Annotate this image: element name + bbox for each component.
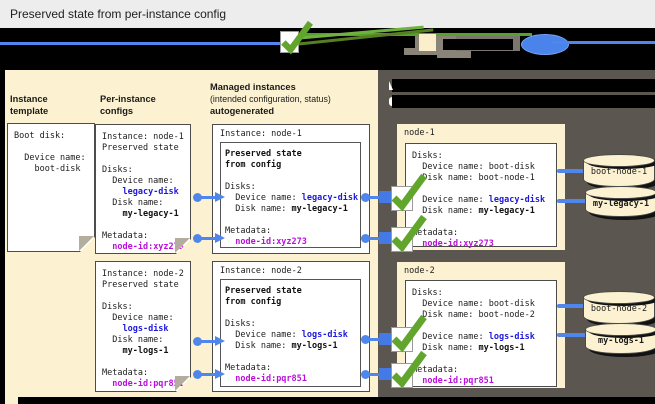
vm-header: node-2 <box>404 266 435 276</box>
legend-gray-patch <box>437 51 471 58</box>
checkmark-icon <box>391 214 427 253</box>
connector-square <box>379 333 391 345</box>
connector-square <box>379 191 391 203</box>
connector-dot <box>361 193 370 202</box>
heading-managed-line1: Managed instances <box>210 82 296 92</box>
connector-square <box>379 368 391 380</box>
disk-cylinder-boot-node-1: boot-node-1 <box>582 154 655 187</box>
checkmark-icon <box>391 173 427 212</box>
checkbox-checked-icon <box>391 350 427 389</box>
connector-line <box>368 337 382 341</box>
checkmark-icon <box>281 20 313 55</box>
connector-dot <box>193 234 202 243</box>
vm-header: node-1 <box>404 128 435 138</box>
heading-managed-line2: (intended configuration, status) <box>210 94 331 104</box>
connector-arrow-icon <box>215 336 225 346</box>
page-title: Preserved state from per-instance config <box>10 7 227 21</box>
connector-line <box>368 195 382 199</box>
checkmark-icon <box>391 314 427 353</box>
title-bar <box>0 0 655 28</box>
checkbox-checked-icon <box>280 20 313 55</box>
checkbox-checked-icon <box>391 214 427 253</box>
vm-heading-redacted-bar <box>392 95 655 108</box>
connector-line <box>200 372 216 376</box>
heading-managed-line3: autogenerated <box>210 106 275 116</box>
legend-reference-line <box>0 42 283 45</box>
disk-connector-line <box>557 304 585 308</box>
connector-line <box>200 236 216 240</box>
connector-dot <box>193 337 202 346</box>
instance-template-doc: Boot disk: Device name: boot-disk <box>7 123 95 252</box>
connector-dot <box>361 370 370 379</box>
vm-heading-text-fragment <box>389 97 392 106</box>
disk-connector-line <box>557 169 585 173</box>
heading-per-instance-configs: Per-instance configs <box>100 94 156 116</box>
connector-dot <box>193 193 202 202</box>
connector-line <box>368 236 382 240</box>
connector-dot <box>361 335 370 344</box>
disk-label: my-legacy-1 <box>592 199 650 209</box>
disk-label: boot-node-1 <box>590 167 648 177</box>
vm-text: Disks: Device name: boot-disk Disk name:… <box>412 151 546 249</box>
vm-heading-text-fragment <box>389 81 393 90</box>
disk-cylinder-my-logs-1: my-logs-1 <box>584 323 655 354</box>
bottom-redacted-bar <box>18 397 655 404</box>
connector-square <box>379 232 391 244</box>
vm-detail-box: Disks: Device name: boot-disk Disk name:… <box>405 280 557 387</box>
reference-ellipse-icon <box>521 34 569 55</box>
vm-heading-redacted-bar <box>392 79 655 92</box>
disk-label: my-logs-1 <box>597 336 645 346</box>
connector-dot <box>361 234 370 243</box>
config-swatch-icon <box>419 34 436 51</box>
disk-cylinder-boot-node-2: boot-node-2 <box>582 291 655 324</box>
checkmark-icon <box>391 350 427 389</box>
checkbox-checked-icon <box>391 314 427 353</box>
vm-node-2: node-2 Disks: Device name: boot-disk Dis… <box>397 262 565 388</box>
vm-detail-box: Disks: Device name: boot-disk Disk name:… <box>405 143 557 249</box>
panel-sliver <box>5 397 18 404</box>
connector-arrow-icon <box>215 369 225 379</box>
heading-managed-instances: Managed instances (intended configuratio… <box>210 81 380 117</box>
disk-label: boot-node-2 <box>590 304 648 314</box>
connector-line <box>200 339 216 343</box>
disk-connector-line <box>557 199 587 203</box>
heading-instance-template: Instance template <box>10 94 49 116</box>
connector-line <box>368 372 382 376</box>
managed-instance-header: Instance: node-1 <box>220 129 302 139</box>
connector-dot <box>193 370 202 379</box>
legend-band <box>0 20 655 70</box>
managed-instance-header: Instance: node-2 <box>220 266 302 276</box>
legend-reference-line <box>552 41 655 44</box>
instance-template-text: Boot disk: Device name: boot-disk <box>14 131 86 174</box>
vm-text: Disks: Device name: boot-disk Disk name:… <box>412 288 535 386</box>
checkbox-checked-icon <box>391 173 427 212</box>
legend-green-line <box>292 33 532 36</box>
vm-node-1: node-1 Disks: Device name: boot-disk Dis… <box>397 124 565 250</box>
disk-connector-line <box>557 333 587 337</box>
legend-redacted-text <box>443 39 513 50</box>
connector-line <box>200 195 216 199</box>
disk-cylinder-my-legacy-1: my-legacy-1 <box>584 186 655 217</box>
connector-arrow-icon <box>215 192 225 202</box>
connector-arrow-icon <box>215 233 225 243</box>
